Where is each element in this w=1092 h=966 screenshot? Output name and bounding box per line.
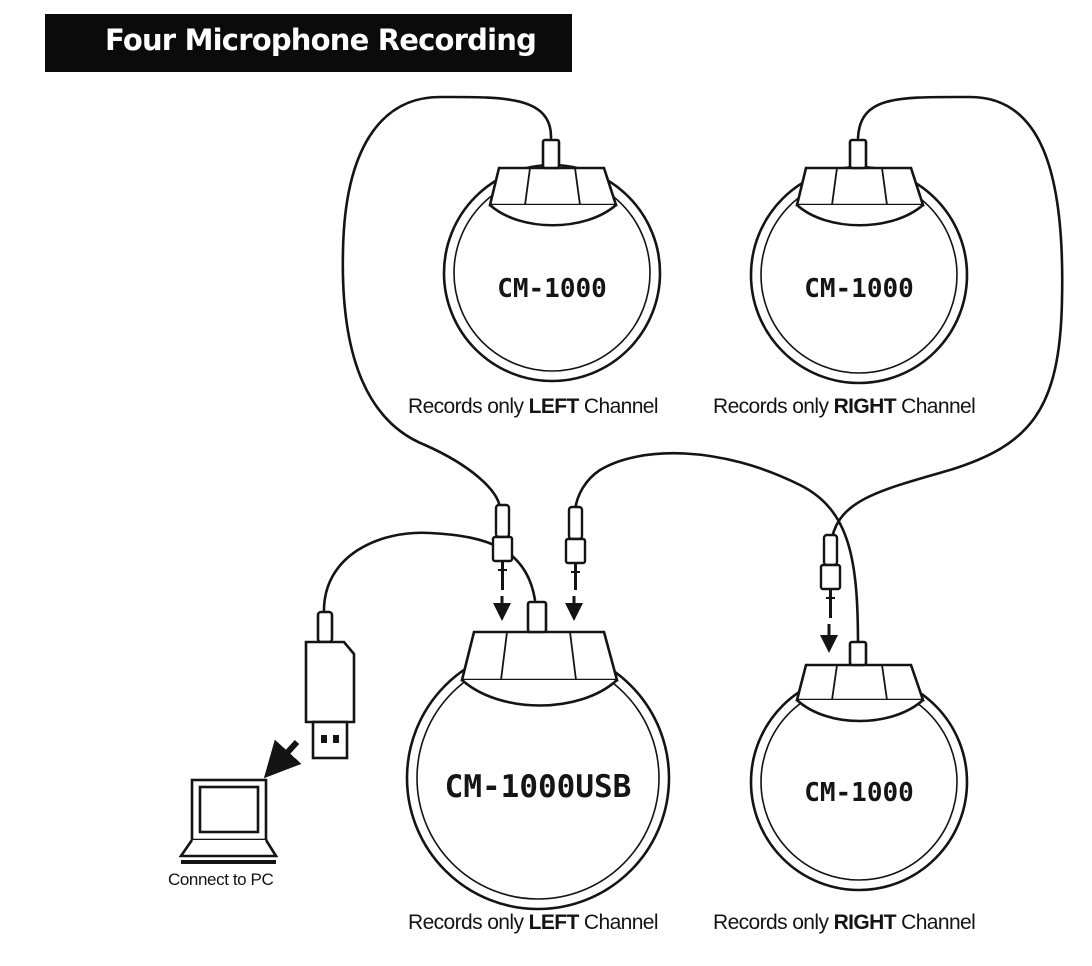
plug-left xyxy=(491,503,514,590)
mic-model-label: CM-1000 xyxy=(497,274,607,304)
cable-top-right xyxy=(830,95,1064,540)
arrow-to-pc xyxy=(263,739,302,779)
plug-right xyxy=(819,533,842,618)
caption-bottom-right: Records only RIGHT Channel xyxy=(713,911,976,934)
channel-label: LEFT xyxy=(528,395,580,418)
mic-model-label: CM-1000 xyxy=(804,778,914,808)
mic-bottom-left: CM-1000USB xyxy=(405,600,671,911)
caption-bottom-left: Records only LEFT Channel xyxy=(408,911,659,934)
usb-plug-icon xyxy=(304,610,356,760)
channel-label: LEFT xyxy=(528,911,580,934)
channel-label: RIGHT xyxy=(833,911,897,934)
pc-caption: Connect to PC xyxy=(168,870,274,889)
page-title: Four Microphone Recording xyxy=(105,23,537,57)
mic-model-label: CM-1000 xyxy=(804,274,914,304)
cable-usb xyxy=(322,531,537,616)
mic-model-label: CM-1000USB xyxy=(445,769,632,805)
mic-bottom-right: CM-1000 xyxy=(749,640,969,892)
mic-top-right: CM-1000 xyxy=(749,138,969,385)
mic-top-left: CM-1000 xyxy=(442,138,662,383)
cable-bottom-right xyxy=(573,451,860,647)
channel-label: RIGHT xyxy=(833,395,897,418)
cable-top-left xyxy=(341,95,553,510)
caption-top-left: Records only LEFT Channel xyxy=(408,395,659,418)
laptop-icon xyxy=(178,778,279,864)
caption-top-right: Records only RIGHT Channel xyxy=(713,395,976,418)
title-banner: Four Microphone Recording xyxy=(45,14,572,72)
plug-middle xyxy=(564,505,587,590)
